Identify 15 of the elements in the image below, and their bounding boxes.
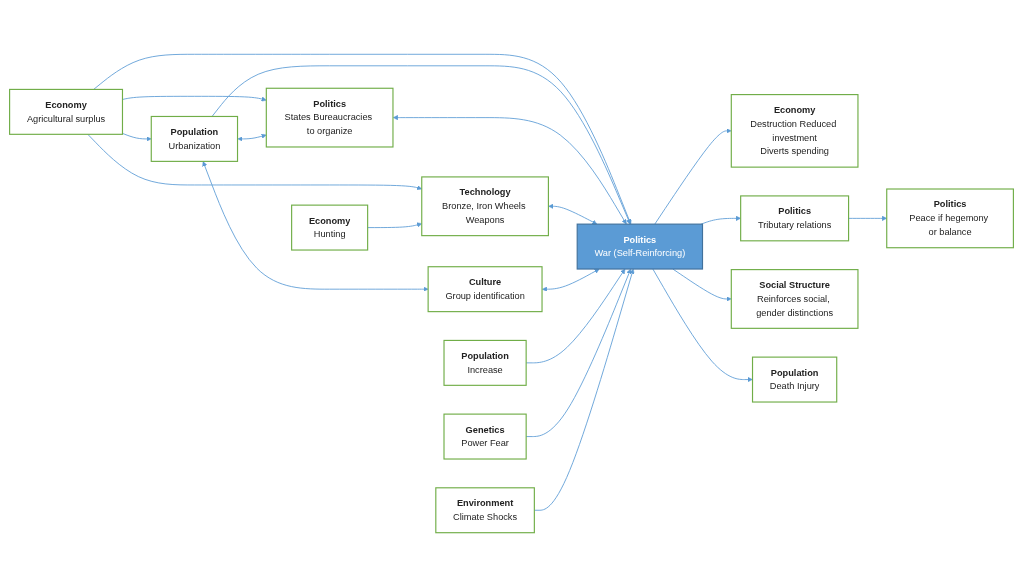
node-box: Politics Peace if hegemony or balance	[886, 188, 1014, 249]
node-box: Genetics Power Fear	[443, 413, 527, 460]
node-box: Economy Agricultural surplus	[9, 88, 124, 135]
node-box: Population Increase	[443, 339, 527, 386]
node-box: Politics States Bureaucracies to organize	[265, 87, 394, 148]
node-box: Environment Climate Shocks	[435, 487, 535, 534]
node-box: Population Urbanization	[150, 115, 239, 162]
node-box: Economy Hunting	[291, 204, 369, 251]
node-box: Culture Group identification	[427, 266, 543, 313]
node-box: Population Death Injury	[751, 356, 838, 403]
node-box: Social Structure Reinforces social, gender distinctions	[730, 269, 859, 329]
node-box: Politics War (Self-Reinforcing)	[576, 223, 704, 270]
node-box: Politics Tributary relations	[740, 195, 850, 242]
node-box: Technology Bronze, Iron Wheels Weapons	[421, 176, 549, 237]
node-box: Economy Destruction Reduced investment Diverts spending	[730, 94, 859, 168]
